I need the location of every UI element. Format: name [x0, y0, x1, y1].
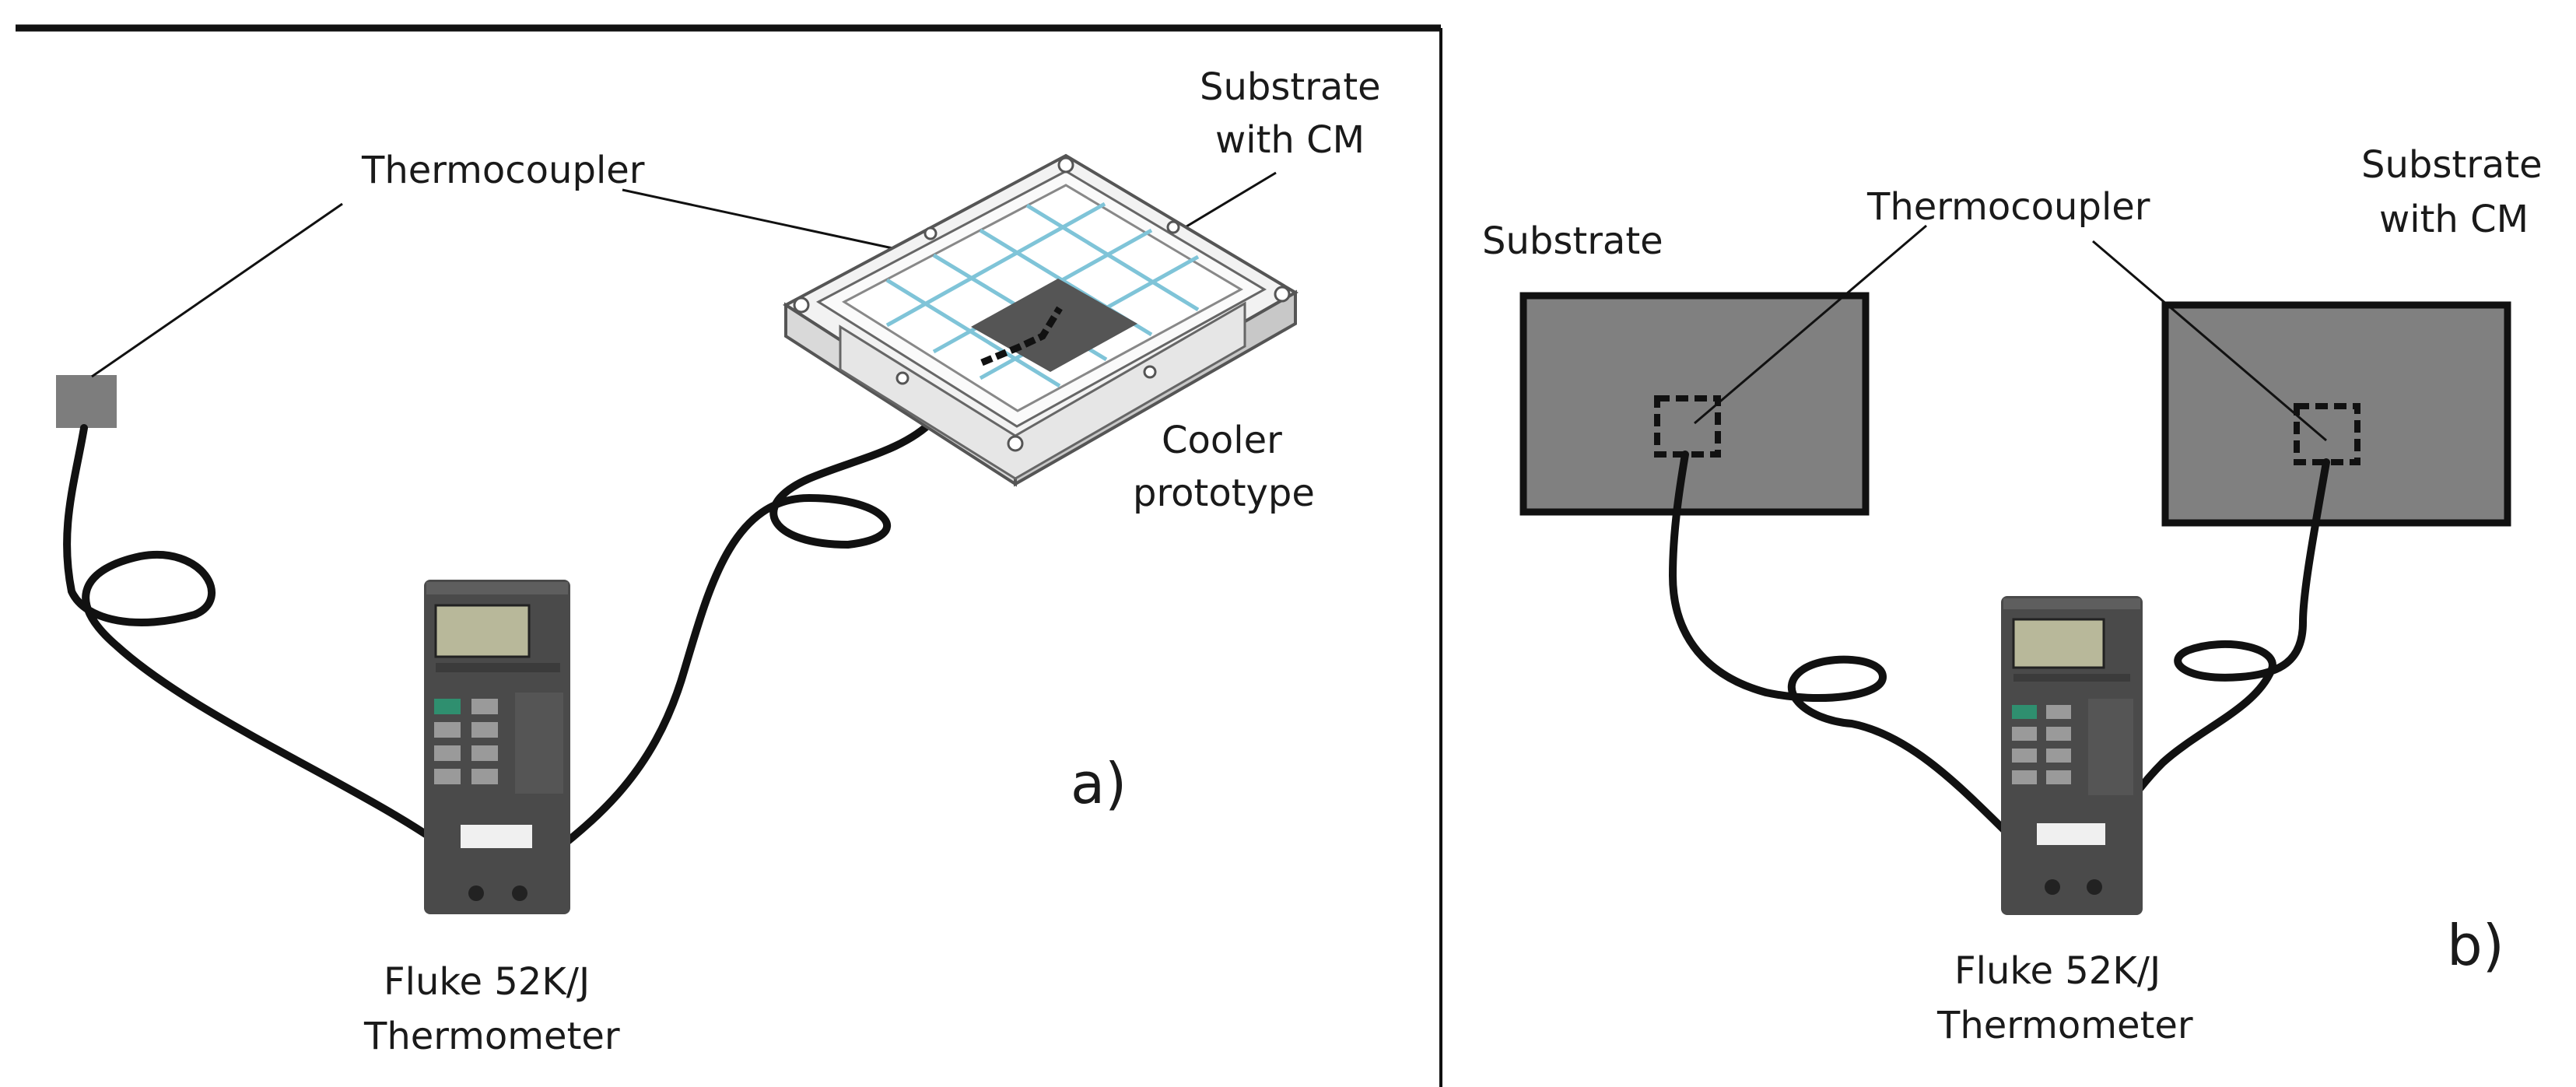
substrate-cm-label-a-line1: Substrate: [1200, 65, 1381, 109]
panel-a-letter: a): [1071, 751, 1127, 816]
thermocoupler-label-a: Thermocoupler: [361, 149, 645, 192]
thermometer-label-a-line2: Thermometer: [363, 1015, 620, 1058]
panel-a: Thermocoupler Substrate with CM Cooler p…: [16, 24, 1442, 1087]
substrate-label-b: Substrate: [1482, 219, 1663, 263]
substrate-cm-label-a-line2: with CM: [1215, 118, 1365, 162]
cooler-label-line1: Cooler: [1162, 419, 1282, 462]
thermocoupler-label-b: Thermocoupler: [1866, 185, 2150, 229]
thermometer-label-b-line1: Fluke 52K/J: [1954, 949, 2161, 993]
thermocouple-probe-a: [56, 375, 117, 428]
cable-right-b: [2087, 458, 2330, 869]
thermometer-device-b: [2001, 596, 2143, 915]
cooler-mounting-holes: [793, 156, 1291, 452]
thermometer-device-a: [424, 580, 570, 914]
sensor-square-right-b: [2294, 403, 2360, 465]
cable-left-a: [63, 424, 496, 879]
thermometer-label-b-line2: Thermometer: [1936, 1004, 2193, 1047]
cooler-thermocouple-tip: [980, 306, 1063, 366]
leader-thermocoupler-to-probe-a: [91, 202, 343, 378]
substrate-with-cm-b: [2161, 301, 2511, 527]
cable-left-b: [1669, 451, 2052, 874]
sensor-square-left-b: [1654, 395, 1721, 458]
substrate-cm-label-b-line2: with CM: [2379, 198, 2529, 241]
substrate-b: [1519, 292, 1870, 516]
cable-right-a: [519, 385, 1000, 879]
thermometer-label-a-line1: Fluke 52K/J: [384, 960, 590, 1004]
panel-b-letter: b): [2447, 913, 2504, 978]
leader-substrate-cm-b: [2092, 240, 2327, 442]
cooler-prototype: [783, 153, 1299, 487]
cooler-label-line2: prototype: [1133, 472, 1315, 515]
leader-thermocoupler-b: [1694, 224, 1927, 425]
panel-b: Substrate Thermocoupler Substrate with C…: [1482, 143, 2543, 1047]
substrate-cm-label-b-line1: Substrate: [2361, 143, 2543, 187]
